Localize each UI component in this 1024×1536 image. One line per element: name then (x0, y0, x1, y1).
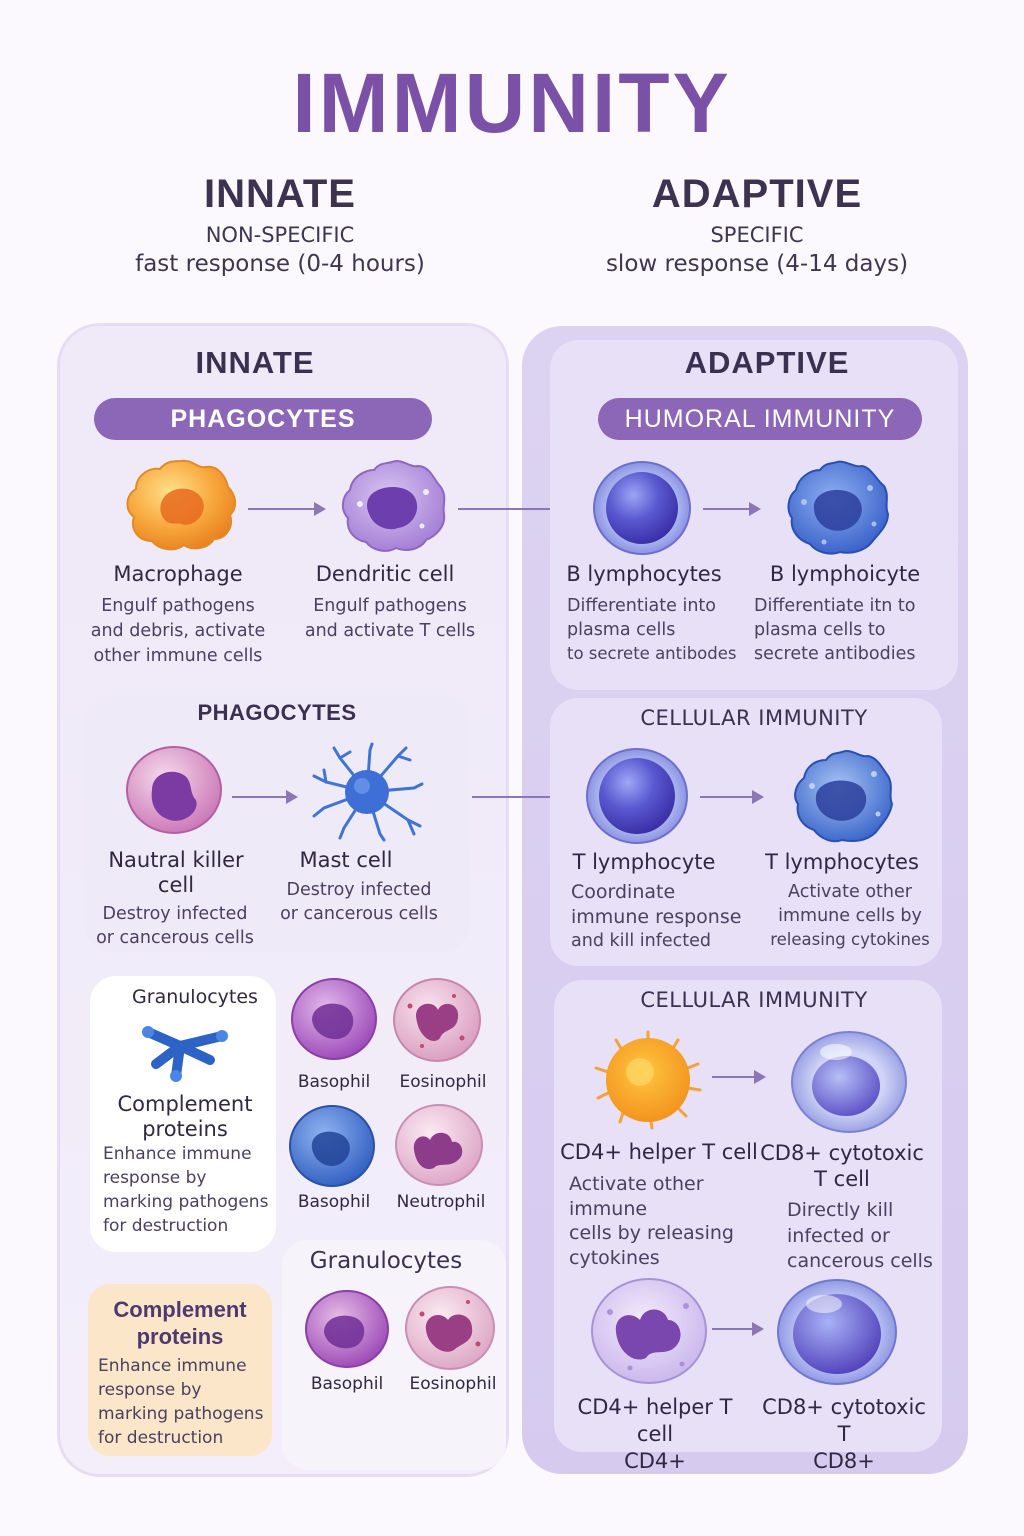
arrow-icon (712, 1322, 764, 1336)
adaptive-column-speed: slow response (4-14 days) (605, 251, 909, 277)
b-lymphocyte-icon (593, 461, 691, 555)
eosinophil-label: Eosinophil (399, 1072, 487, 1092)
main-title: IMMUNITY (292, 56, 732, 150)
phagocytes-box-title: PHAGOCYTES (197, 700, 357, 725)
basophil-icon (289, 1105, 375, 1187)
phagocytes-pill: PHAGOCYTES (94, 398, 432, 440)
humoral-immunity-pill: HUMORAL IMMUNITY (598, 398, 922, 440)
basophil-label: Basophil (310, 1374, 384, 1394)
t-lymphocytes-description: Activate other immune cells by releasing… (770, 882, 930, 949)
complement-proteins-label: Complement proteins (117, 1092, 253, 1141)
adaptive-column-title: ADAPTIVE (651, 172, 863, 216)
b-lymphoicyte-description: Differentiate itn to plasma cells to sec… (754, 596, 916, 664)
cd8-cytotoxic-t-bottom-label: CD8+ cytotoxic T CD8+ (762, 1395, 926, 1473)
cd4-helper-t-cell-icon (594, 1030, 702, 1130)
cd8-cytotoxic-t-cell-icon (791, 1031, 907, 1133)
neutrophil-icon (395, 1104, 483, 1186)
cd8-cytotoxic-t-cell-icon (777, 1279, 897, 1385)
natural-killer-cell-label: Nautral killer cell (108, 848, 244, 897)
arrow-icon (232, 790, 298, 804)
complement-proteins-description: Enhance immune response by marking patho… (103, 1144, 269, 1236)
complement-box-title: Complement proteins (113, 1297, 247, 1349)
macrophage-label: Macrophage (113, 562, 243, 586)
cd8-cytotoxic-t-cell-label: CD8+ cytotoxic T cell (760, 1141, 924, 1191)
mast-cell-icon (312, 742, 424, 842)
cd4-helper-t-cell-bottom-label: CD4+ helper T cell CD4+ (577, 1395, 733, 1473)
cellular-immunity-title: CELLULAR IMMUNITY (640, 706, 868, 730)
cd8-cytotoxic-t-cell-description: Directly kill infected or cancerous cell… (787, 1199, 933, 1272)
dendritic-cell-description: Engulf pathogens and activate T cells (304, 596, 476, 641)
t-lymphocytes-label: T lymphocytes (765, 850, 919, 874)
basophil-label: Basophil (297, 1192, 371, 1212)
dendritic-cell-icon (342, 460, 446, 552)
arrow-icon (458, 502, 566, 516)
macrophage-icon (126, 459, 236, 551)
eosinophil-icon (393, 978, 481, 1062)
natural-killer-cell-description: Destroy infected or cancerous cells (96, 904, 254, 948)
complement-box-description: Enhance immune response by marking patho… (98, 1356, 264, 1448)
activated-t-lymphocyte-icon (794, 750, 894, 843)
dendritic-cell-label: Dendritic cell (315, 562, 455, 586)
innate-column-header: INNATE NON-SPECIFIC fast response (0-4 h… (130, 172, 430, 277)
mast-cell-label: Mast cell (299, 848, 393, 872)
arrow-icon (248, 502, 326, 516)
basophil-icon (291, 978, 377, 1060)
granulocytes-complement-box (90, 976, 276, 1252)
complement-protein-icon (142, 1026, 228, 1082)
adaptive-column-header: ADAPTIVE SPECIFIC slow response (4-14 da… (592, 172, 922, 277)
infected-cell-icon (591, 1278, 707, 1384)
t-lymphocyte-description: Coordinate immune response and kill infe… (571, 881, 742, 951)
cellular-immunity-title: CELLULAR IMMUNITY (640, 988, 868, 1012)
b-lymphocytes-label: B lymphocytes (566, 562, 722, 586)
mast-cell-description: Destroy infected or cancerous cells (280, 880, 438, 924)
t-lymphocyte-icon (586, 748, 688, 844)
b-lymphoicyte-label: B lymphoicyte (769, 562, 921, 586)
plasma-cell-icon (787, 460, 890, 555)
innate-panel-title: INNATE (195, 345, 315, 380)
natural-killer-cell-icon (126, 746, 222, 834)
granulocytes-title: Granulocytes (132, 986, 258, 1008)
t-lymphocyte-label: T lymphocyte (572, 850, 716, 874)
macrophage-description: Engulf pathogens and debris, activate ot… (90, 596, 266, 666)
cd4-helper-t-cell-label: CD4+ helper T cell (560, 1140, 758, 1164)
basophil-icon (305, 1290, 389, 1368)
eosinophil-label: Eosinophil (409, 1374, 497, 1394)
adaptive-panel-title: ADAPTIVE (684, 345, 850, 380)
arrow-icon (703, 502, 761, 516)
arrow-icon (700, 790, 764, 804)
eosinophil-icon (405, 1286, 495, 1370)
innate-column-subtitle: NON-SPECIFIC (205, 223, 355, 247)
complement-proteins-box (88, 1284, 272, 1456)
arrow-icon (712, 1070, 766, 1084)
innate-column-title: INNATE (204, 172, 356, 216)
basophil-label: Basophil (297, 1072, 371, 1092)
granulocytes-box-title: Granulocytes (309, 1248, 463, 1274)
innate-column-speed: fast response (0-4 hours) (135, 251, 425, 277)
cd4-helper-t-cell-description: Activate other immune cells by releasing… (569, 1173, 734, 1269)
neutrophil-label: Neutrophil (396, 1192, 486, 1212)
adaptive-column-subtitle: SPECIFIC (710, 223, 804, 247)
b-lymphocytes-description: Differentiate into plasma cells to secre… (567, 596, 737, 663)
